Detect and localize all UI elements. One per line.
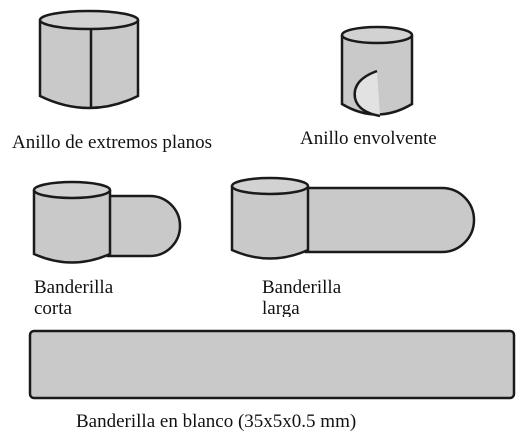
- short-flag-label-line1: Banderilla: [34, 277, 114, 298]
- long-flag-shape: [230, 176, 476, 260]
- short-flag-shape: [32, 180, 182, 264]
- short-flag-label: Banderilla corta: [34, 277, 113, 317]
- flat-ring-label: Anillo de extremos planos: [12, 132, 212, 153]
- long-flag-label: Banderilla larga: [262, 277, 341, 317]
- blank-flag-strip: [28, 329, 516, 400]
- blank-flag-label: Banderilla en blanco (35x5x0.5 mm): [76, 411, 357, 432]
- long-flag-label-line2: larga: [262, 298, 300, 317]
- wrap-around-ring-shape: [340, 25, 414, 118]
- short-flag-label-line2: corta: [34, 298, 72, 317]
- flat-end-ring-shape: [38, 9, 140, 110]
- long-flag-label-line1: Banderilla: [262, 277, 342, 298]
- wrap-ring-label: Anillo envolvente: [300, 128, 437, 149]
